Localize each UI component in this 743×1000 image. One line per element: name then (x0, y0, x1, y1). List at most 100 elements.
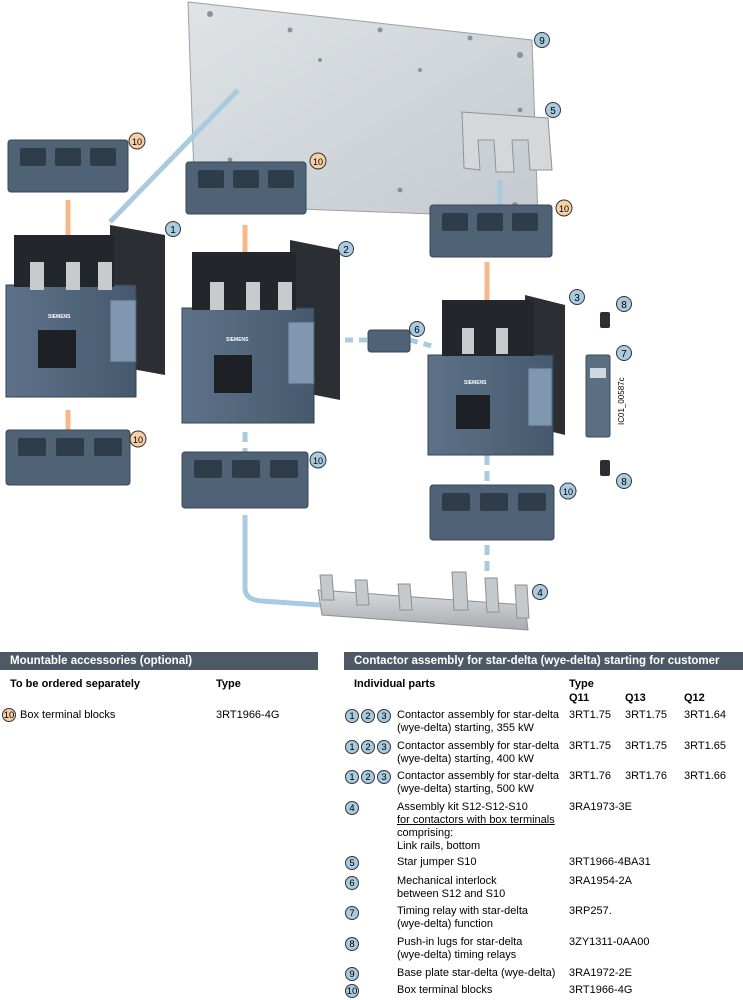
left-row-label: Box terminal blocks (20, 709, 116, 721)
callout-9: 9 (534, 32, 550, 48)
col-q11-header: Q11 (569, 692, 590, 704)
type-q11: 3RT1.76 (569, 770, 611, 782)
contactor-q12: SIEMENS (427, 295, 565, 456)
siemens-logo-2: SIEMENS (226, 337, 249, 343)
row-badges: 5 (345, 854, 361, 870)
badge-1: 1 (345, 769, 359, 784)
row-badges: 8 (345, 935, 361, 951)
figure-reference-code: IC01_00587c (617, 377, 626, 425)
right-col-type-header: Type (569, 678, 594, 690)
type-q13: 3RT1.75 (625, 740, 667, 752)
type-q11: 3RT1.75 (569, 709, 611, 721)
badge-1: 1 (345, 708, 359, 723)
type-q12: 3RT1.66 (684, 770, 726, 782)
badge-4: 4 (345, 800, 359, 815)
row-badges: 10 (345, 982, 361, 998)
callout-8b: 8 (616, 473, 632, 489)
badge-7: 7 (345, 905, 359, 920)
svg-text:10: 10 (313, 157, 323, 167)
right-section-header: Contactor assembly for star-delta (wye-d… (344, 652, 743, 685)
callout-10c: 10 (555, 199, 573, 217)
siemens-logo-3: SIEMENS (464, 380, 487, 386)
badge-10: 10 (345, 983, 359, 998)
siemens-logo-1: SIEMENS (48, 314, 71, 320)
svg-text:10: 10 (313, 456, 323, 466)
svg-text:10: 10 (559, 204, 569, 214)
contactor-q13: SIEMENS (181, 240, 340, 424)
row-description: Contactor assembly for star-delta(wye-de… (397, 770, 560, 795)
row-badges: 9 (345, 965, 361, 981)
left-col-type-header: Type (216, 678, 241, 690)
assembly-illustration: SIEMENS SIEMENS SIEMENS IC01_00587c (5, 1, 632, 631)
row-description: Box terminal blocks (397, 984, 493, 996)
badge-3: 3 (377, 708, 391, 723)
row-badges: 4 (345, 799, 361, 815)
type-q11: 3ZY1311-0AA00 (569, 936, 650, 948)
svg-text:10: 10 (563, 487, 573, 497)
svg-text:9: 9 (539, 36, 545, 47)
badge-10: 10 (2, 708, 16, 722)
type-q13: 3RT1.76 (625, 770, 667, 782)
svg-text:2: 2 (343, 245, 349, 256)
link-rails (317, 571, 530, 631)
contactor-q11: SIEMENS (5, 225, 165, 398)
badge-3: 3 (377, 769, 391, 784)
callout-6: 6 (409, 321, 425, 337)
left-col-item-header: To be ordered separately (10, 678, 141, 690)
badge-1: 1 (345, 739, 359, 754)
badge-6: 6 (345, 875, 359, 890)
callout-3: 3 (569, 289, 585, 305)
type-q11: 3RA1973-3E (569, 801, 632, 813)
badge-8: 8 (345, 936, 359, 951)
callout-1: 1 (165, 221, 181, 237)
callout-badges: 9 5 10 10 10 1 2 3 8 6 7 10 10 8 10 4 (128, 32, 632, 600)
badge-9: 9 (345, 966, 359, 981)
svg-text:10: 10 (133, 435, 143, 445)
svg-text:10: 10 (132, 137, 142, 147)
svg-text:3: 3 (574, 293, 580, 304)
callout-10b: 10 (309, 152, 327, 170)
svg-text:8: 8 (621, 300, 627, 311)
row-description: Contactor assembly for star-delta(wye-de… (397, 709, 560, 734)
callout-10a: 10 (128, 132, 146, 150)
badge-5: 5 (345, 855, 359, 870)
callout-10d: 10 (129, 430, 147, 448)
callout-2: 2 (338, 241, 354, 257)
badge-2: 2 (361, 739, 375, 754)
row-description: Base plate star-delta (wye-delta) (397, 967, 556, 979)
type-q11: 3RT1966-4BA31 (569, 856, 651, 868)
svg-text:6: 6 (414, 325, 420, 336)
type-q12: 3RT1.64 (684, 709, 726, 721)
svg-text:4: 4 (537, 588, 543, 599)
right-col-item-header: Individual parts (354, 678, 436, 690)
badge-2: 2 (361, 769, 375, 784)
badge-3: 3 (377, 739, 391, 754)
row-description: Push-in lugs for star-delta(wye-delta) t… (397, 936, 523, 961)
col-q12-header: Q12 (684, 692, 705, 704)
type-q11: 3RT1966-4G (569, 984, 633, 996)
left-section-header: Mountable accessories (optional) (0, 652, 318, 670)
type-q13: 3RT1.75 (625, 709, 667, 721)
push-in-lugs (600, 312, 610, 476)
callout-10f: 10 (559, 482, 577, 500)
left-row-type: 3RT1966-4G (216, 709, 280, 721)
row-badges: 7 (345, 904, 361, 920)
svg-text:8: 8 (621, 477, 627, 488)
type-q11: 3RP257. (569, 905, 612, 917)
row-description: Timing relay with star-delta(wye-delta) … (397, 905, 529, 930)
svg-text:1: 1 (170, 225, 176, 236)
callout-4: 4 (532, 584, 548, 600)
timing-relay (585, 354, 611, 438)
callout-7: 7 (616, 345, 632, 361)
svg-text:7: 7 (621, 349, 627, 360)
callout-5: 5 (545, 102, 561, 118)
row-badges: 6 (345, 874, 361, 890)
callout-10e: 10 (309, 451, 327, 469)
mechanical-interlock (367, 329, 411, 353)
badge-2: 2 (361, 708, 375, 723)
row-description: Contactor assembly for star-delta(wye-de… (397, 740, 560, 765)
callout-8a: 8 (616, 296, 632, 312)
